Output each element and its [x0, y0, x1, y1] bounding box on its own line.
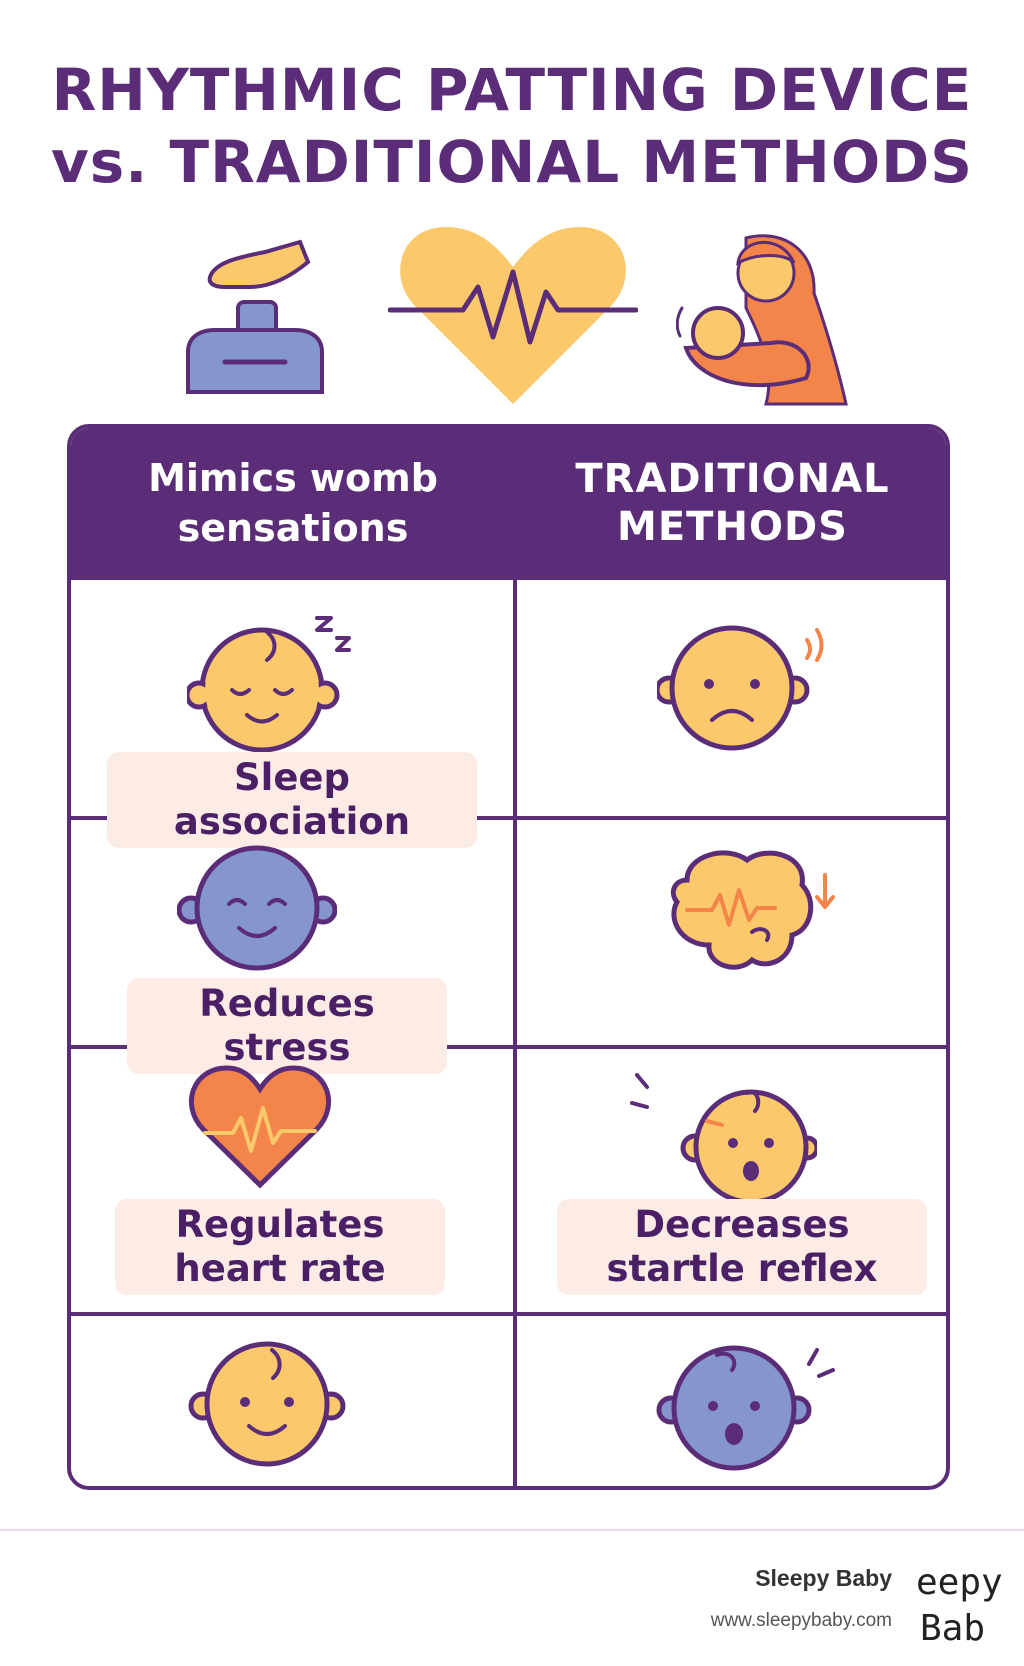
table-row: Sleep association — [71, 580, 946, 848]
footer-url[interactable]: www.sleepybaby.com — [710, 1610, 892, 1631]
svg-text:eepy: eepy — [916, 1562, 1003, 1603]
svg-text:Bab: Bab — [920, 1608, 985, 1649]
heartbeat-icon — [388, 227, 638, 404]
stressed-brain-icon — [670, 850, 835, 970]
column-divider — [513, 428, 517, 1486]
footer-brand-name: Sleepy Baby — [755, 1565, 892, 1591]
benefit-label: Decreases startle reflex — [557, 1199, 927, 1295]
benefit-label: Sleep association — [107, 752, 477, 848]
table-row: Reduces stress — [71, 820, 946, 1074]
page-title-line-1: RHYTHMIC PATTING DEVICE — [51, 56, 973, 124]
happy-baby-icon — [188, 1341, 346, 1467]
sad-baby-icon — [657, 625, 824, 751]
row-divider — [71, 1312, 946, 1316]
comparison-table: Mimics womb sensations TRADITIONAL METHO… — [67, 424, 950, 1490]
page-title-line-2: vs. TRADITIONAL METHODS — [50, 128, 974, 196]
surprised-baby-icon — [656, 1345, 835, 1471]
benefit-label: Regulates heart rate — [115, 1199, 445, 1295]
row-divider — [71, 576, 946, 580]
patting-device-icon — [186, 239, 324, 394]
column-header-mimics-womb: Mimics womb sensations — [148, 456, 438, 550]
table-row — [71, 1316, 946, 1486]
mother-holding-baby-icon — [676, 234, 848, 406]
heart-rate-icon — [188, 1065, 332, 1189]
row-divider — [71, 1045, 946, 1049]
smiling-baby-icon — [177, 845, 337, 971]
sleeping-baby-icon — [187, 616, 351, 753]
table-header — [71, 428, 946, 578]
footer-divider — [0, 1529, 1024, 1531]
table-row: Regulates heart rate Decreases startle r… — [71, 1049, 946, 1312]
benefit-label: Reduces stress — [127, 978, 447, 1074]
sleepy-baby-logo: eepy Bab — [916, 1562, 1003, 1649]
row-divider — [71, 816, 946, 820]
startled-baby-icon — [630, 1073, 817, 1205]
column-header-traditional: TRADITIONAL METHODS — [575, 456, 890, 550]
